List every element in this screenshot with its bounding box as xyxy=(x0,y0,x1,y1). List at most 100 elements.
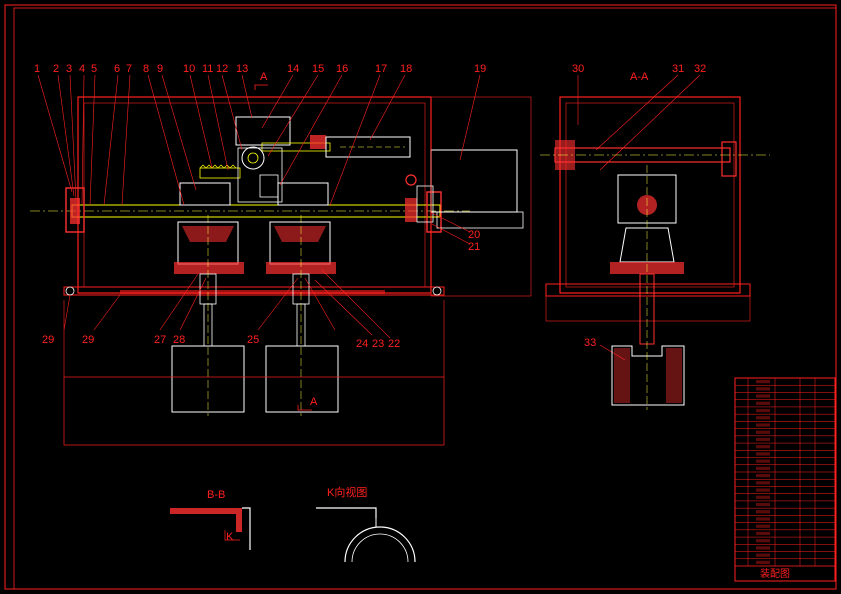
motor-base xyxy=(436,211,524,229)
part-label: 30 xyxy=(572,63,584,75)
parts-cell-mark xyxy=(756,445,770,449)
part-label: 3 xyxy=(66,63,72,75)
parts-cell-mark xyxy=(756,524,770,528)
part-label: 33 xyxy=(584,337,596,349)
part-label: 18 xyxy=(400,63,412,75)
parts-cell-mark xyxy=(756,423,770,427)
parts-cell-mark xyxy=(756,459,770,463)
right-flange xyxy=(266,262,336,274)
aa-base-lower xyxy=(545,295,751,322)
parts-cell-mark xyxy=(756,502,770,507)
part-label: 1 xyxy=(34,63,40,75)
right-spindle xyxy=(265,215,339,416)
bb-plate xyxy=(170,508,242,514)
parts-cell-mark xyxy=(756,380,770,384)
aa-mold-right-wall xyxy=(666,348,682,403)
right-cone xyxy=(274,226,326,242)
part-label: 23 xyxy=(372,338,384,350)
part-label: 9 xyxy=(157,63,163,75)
gear-housing xyxy=(237,147,283,203)
gear-bracket xyxy=(259,174,279,198)
parts-cell-mark xyxy=(756,553,770,557)
section-bb-view xyxy=(170,507,251,550)
right-foot-bolt xyxy=(432,286,442,296)
part-label: 5 xyxy=(91,63,97,75)
part-label: 12 xyxy=(216,63,228,75)
k-view-top xyxy=(316,507,377,518)
lower-dimension-frame xyxy=(63,376,445,446)
k-view xyxy=(316,507,416,563)
section-a-top-mark xyxy=(254,84,268,90)
parts-cell-mark xyxy=(756,452,770,456)
parts-cell-mark xyxy=(756,510,770,514)
section-a-label-bottom: A xyxy=(310,396,318,408)
aa-mold xyxy=(611,345,685,406)
left-spindle xyxy=(171,215,245,416)
part-label: 16 xyxy=(336,63,348,75)
parts-cell-mark xyxy=(756,546,770,550)
part-label: 2 xyxy=(53,63,59,75)
housing-frame xyxy=(77,96,432,294)
bb-k-arrow xyxy=(224,530,240,541)
cylinder-body xyxy=(235,116,291,146)
gear-block-right xyxy=(277,182,329,206)
aa-right-bearing xyxy=(721,141,737,177)
k-view-arc-outer xyxy=(344,526,416,563)
parts-cell-mark xyxy=(756,394,770,398)
part-labels: 1 2 3 4 5 6 7 8 9 10 11 12 13 14 15 16 1… xyxy=(34,63,706,350)
parts-cell-mark xyxy=(756,517,770,521)
parts-cell-mark xyxy=(756,466,770,470)
pinion-gear xyxy=(241,146,265,170)
motor-flange xyxy=(416,185,434,223)
part-label: 14 xyxy=(287,63,299,75)
parts-cell-mark xyxy=(756,401,770,405)
part-label: 31 xyxy=(672,63,684,75)
parts-cell-mark xyxy=(756,430,770,434)
section-a-label: A xyxy=(260,71,268,83)
bb-lip xyxy=(236,514,242,532)
section-aa-view xyxy=(540,96,770,410)
view-k-title: K向视图 xyxy=(327,485,367,499)
parts-cell-mark xyxy=(756,416,770,420)
part-label: 17 xyxy=(375,63,387,75)
part-label: 27 xyxy=(154,334,166,346)
part-label: 29 xyxy=(82,334,94,346)
k-view-arc-inner xyxy=(351,533,409,563)
part-label: 8 xyxy=(143,63,149,75)
section-labels: A A A-A B-B K向视图 K 装配图 xyxy=(207,71,790,580)
part-label: 24 xyxy=(356,338,368,350)
parts-cell-mark xyxy=(756,488,770,492)
section-aa-title: A-A xyxy=(630,71,649,83)
parts-cell-mark xyxy=(756,539,770,543)
title-block-title: 装配图 xyxy=(760,567,790,580)
housing-inner xyxy=(83,102,426,288)
aa-housing xyxy=(559,96,741,294)
aa-mold-left-wall xyxy=(614,348,630,403)
cylinder-end-cap xyxy=(310,135,326,149)
part-label: 7 xyxy=(126,63,132,75)
parts-cell-mark xyxy=(756,495,770,499)
right-mold xyxy=(265,345,339,413)
inner-border xyxy=(13,7,837,590)
left-mold xyxy=(171,345,245,413)
rack-gear xyxy=(199,167,241,179)
parts-grid xyxy=(735,378,835,566)
left-foot-bolt xyxy=(65,286,75,296)
title-block xyxy=(734,377,836,582)
coupling xyxy=(405,198,417,222)
part-label: 20 xyxy=(468,229,480,241)
outer-border xyxy=(4,4,837,590)
k-mark-label: K xyxy=(226,531,234,543)
part-label: 19 xyxy=(474,63,486,75)
base-plate xyxy=(63,286,445,296)
pneumatic-cylinder xyxy=(325,136,411,158)
part-label: 25 xyxy=(247,334,259,346)
gear-block-left xyxy=(179,182,231,206)
parts-list-frame xyxy=(734,377,836,582)
part-label: 29 xyxy=(42,334,54,346)
part-label: 15 xyxy=(312,63,324,75)
section-bb-title: B-B xyxy=(207,489,225,501)
main-elevation-view xyxy=(30,84,532,446)
motor-body xyxy=(430,149,518,213)
